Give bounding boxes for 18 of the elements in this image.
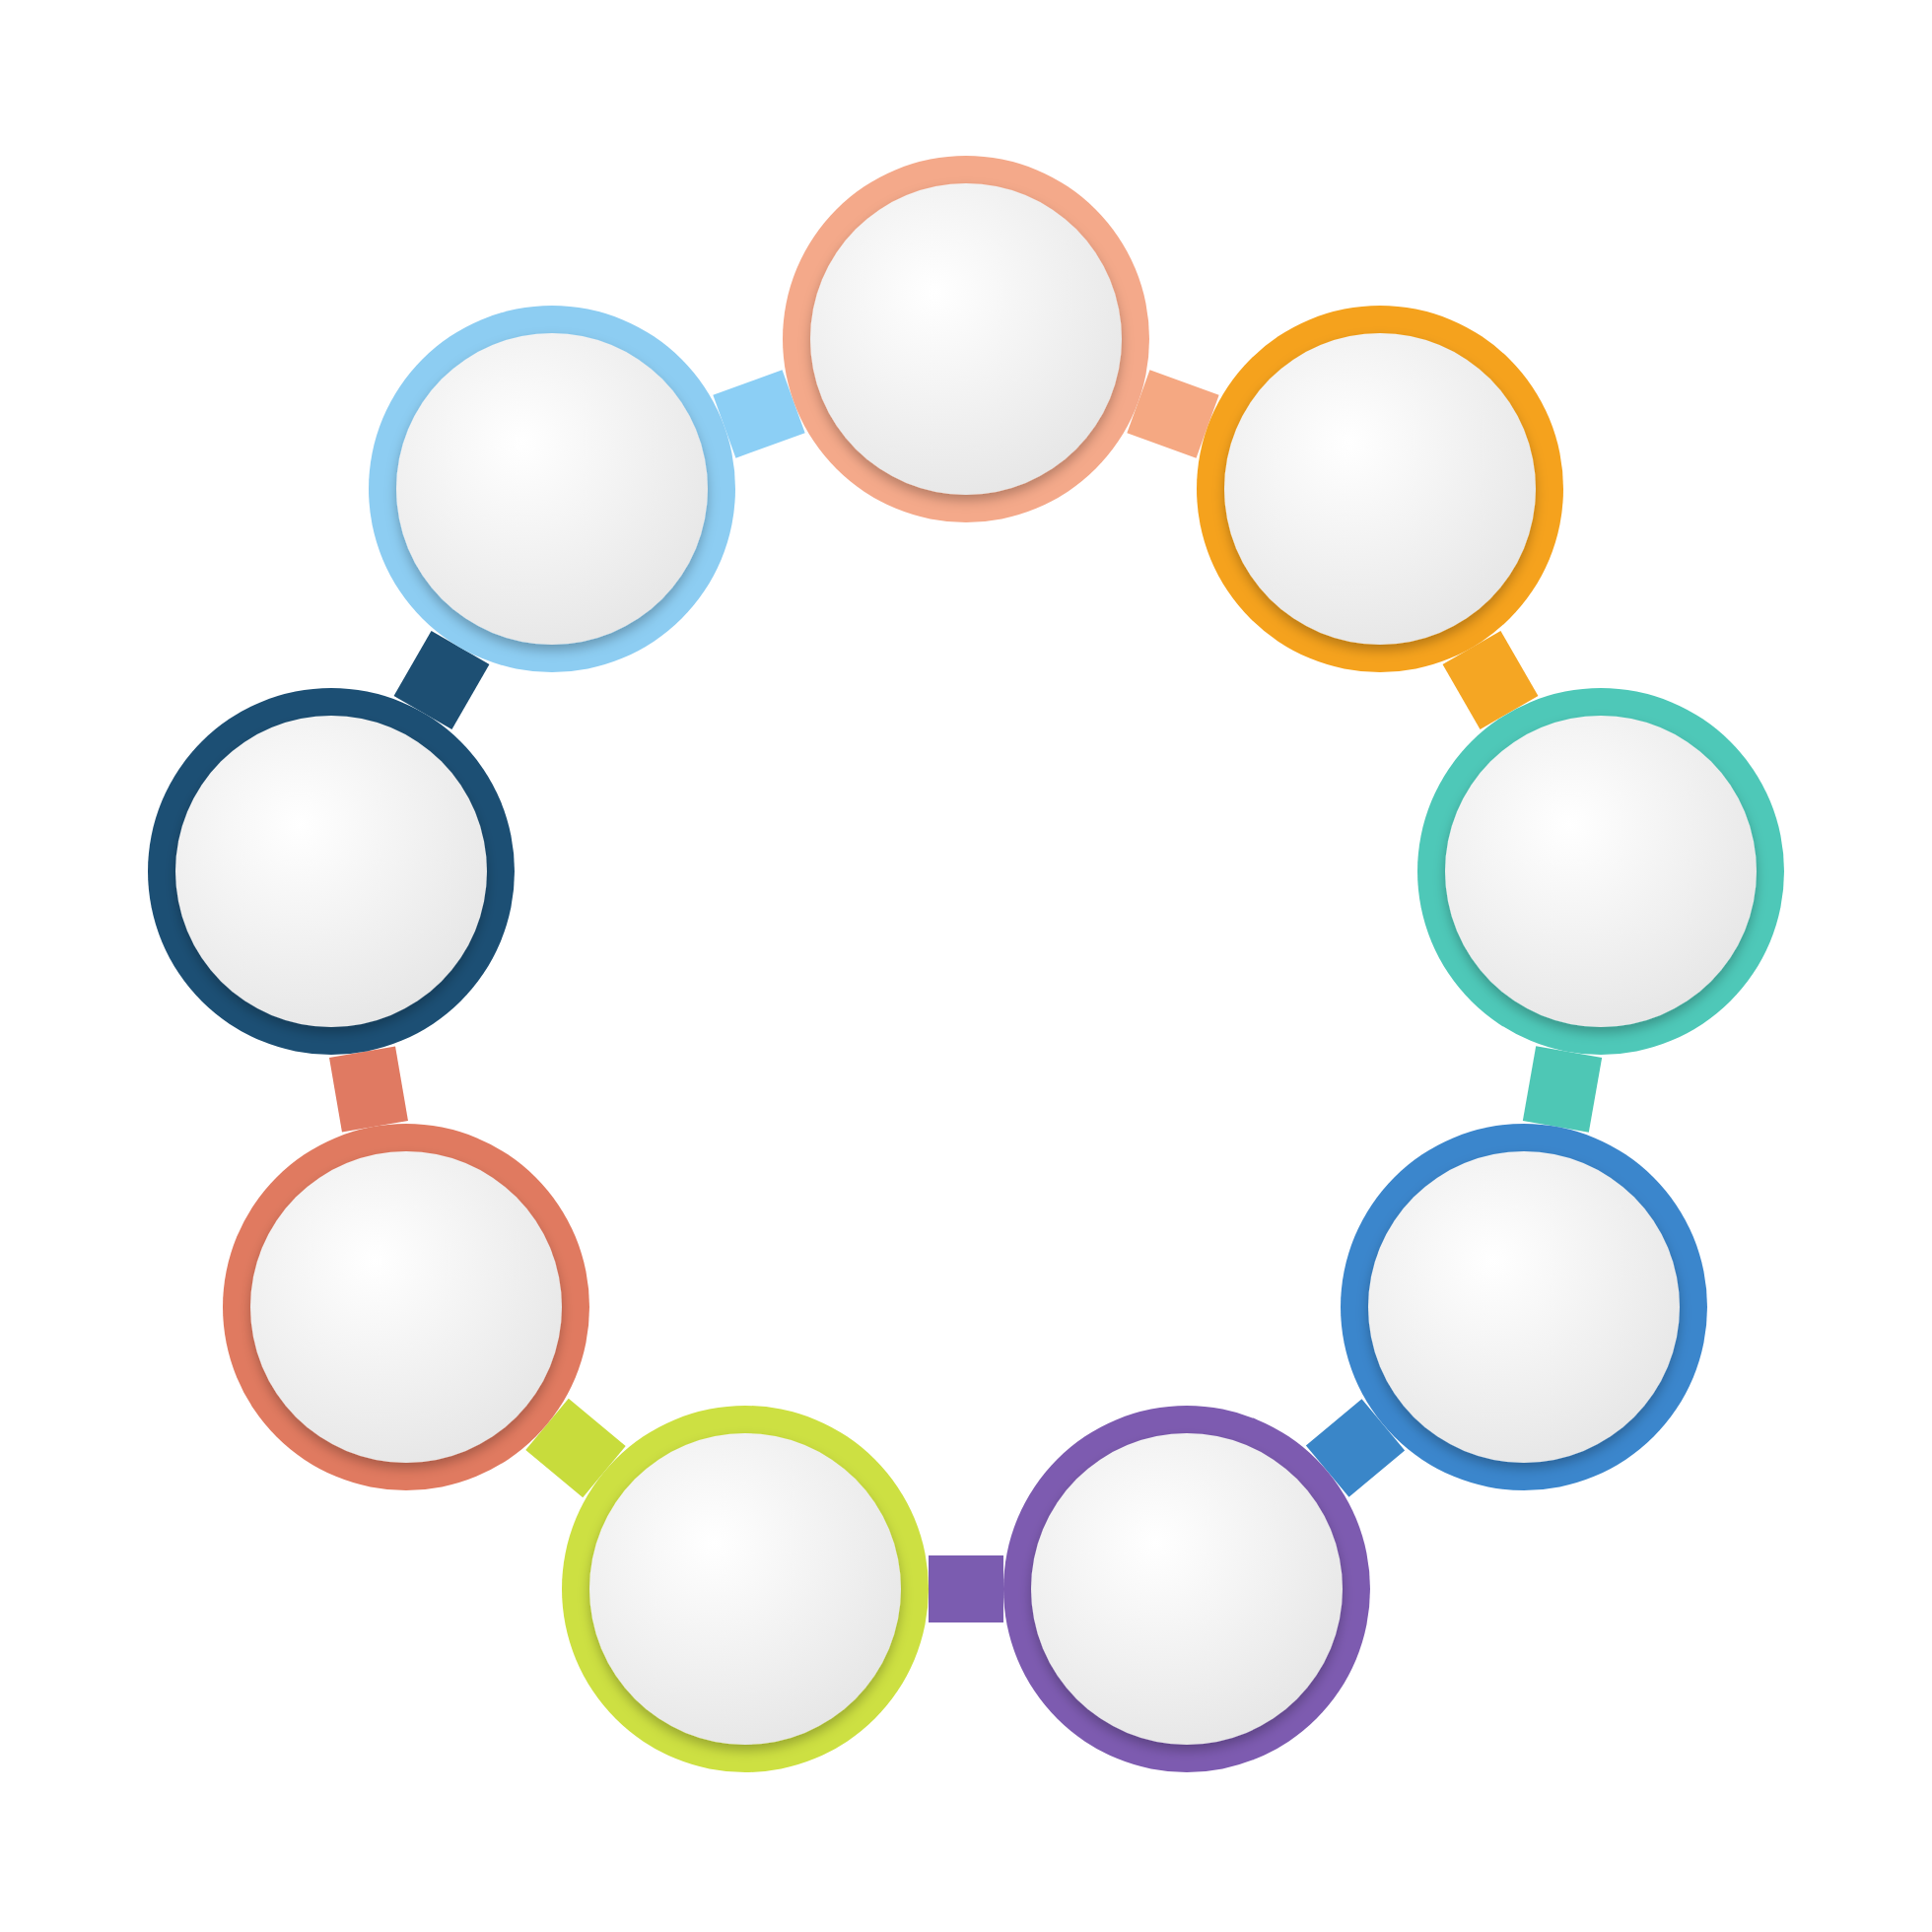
empty-circle	[783, 156, 1149, 522]
empty-circle	[148, 688, 515, 1055]
connector-bridge	[1127, 370, 1219, 458]
empty-circle	[223, 1124, 589, 1490]
empty-circle	[1341, 1124, 1707, 1490]
connector-bridge	[329, 1046, 408, 1133]
connector-bridge	[713, 370, 805, 458]
connector-bridge	[1522, 1046, 1603, 1133]
connector-bridge	[929, 1555, 1003, 1622]
empty-circle	[1417, 688, 1784, 1055]
empty-circle	[562, 1406, 929, 1772]
empty-circle	[369, 306, 735, 672]
connector-bridge	[1305, 1399, 1406, 1497]
connector-bridge	[525, 1398, 626, 1498]
empty-circle	[1197, 306, 1563, 672]
empty-circle	[1003, 1406, 1370, 1772]
connector-bridge	[393, 631, 490, 729]
connector-bridge	[1442, 631, 1539, 729]
